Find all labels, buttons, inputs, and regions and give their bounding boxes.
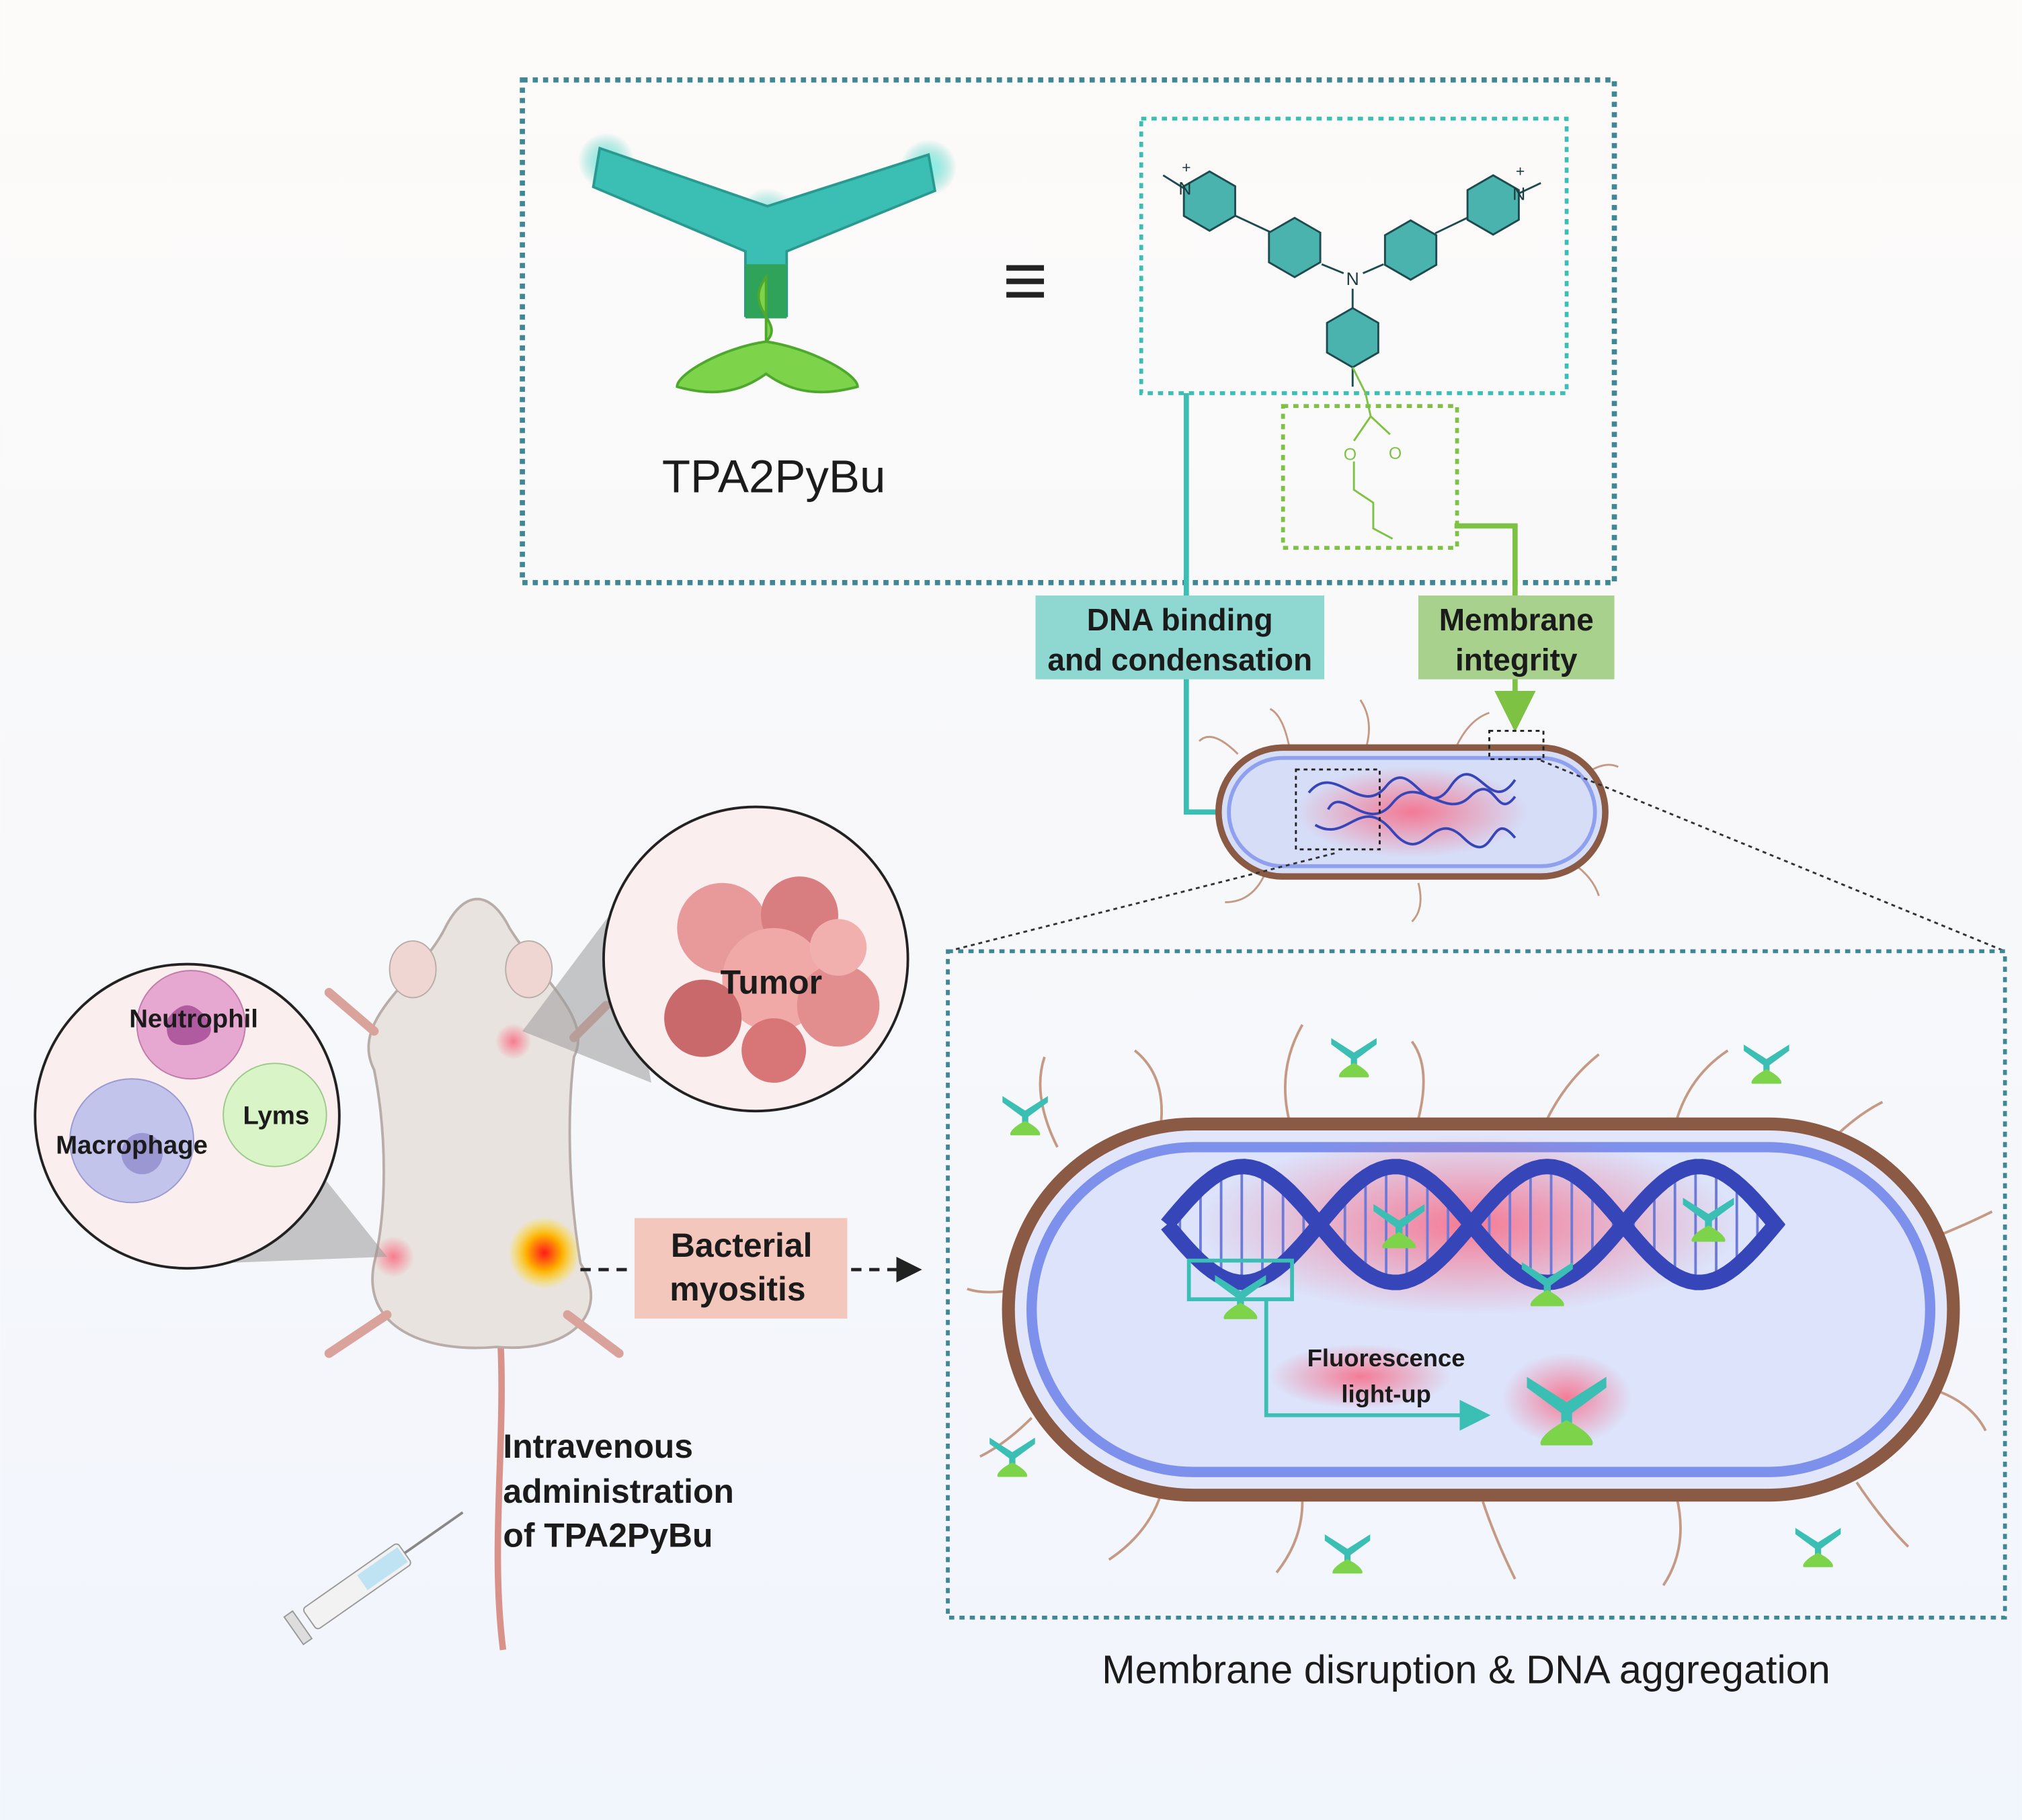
charge-right: + [1516,163,1525,180]
immune-cells-circle [34,962,341,1270]
probe-base [1803,1553,1833,1567]
probe-arms [1527,1376,1607,1428]
equivalence-symbol: ≡ [1003,237,1048,323]
administration-line2: administration [503,1473,734,1510]
tpa2pybu-probe-icon [1521,1261,1573,1307]
membrane-integrity-label: Membrane integrity [1418,595,1615,679]
bond [1362,263,1384,274]
bacterial-myositis-label: Bacterial myositis [634,1218,848,1319]
tpa2pybu-probe-icon [1527,1376,1607,1446]
tumor-circle [602,805,909,1113]
svg-text:Bacterial: Bacterial [671,1227,813,1264]
probe-base [997,1462,1028,1477]
butyl-ester-box [1281,404,1459,550]
mouse-illustration [324,898,624,1651]
probe-base [1540,1420,1593,1446]
bond [1519,182,1541,194]
molecule-name: TPA2PyBu [662,450,886,503]
ester-oxygen-double: O [1389,444,1402,463]
svg-text:DNA binding: DNA binding [1087,602,1273,637]
administration-line3: of TPA2PyBu [503,1516,713,1554]
cationic-core-box [1139,116,1569,395]
probe-base [1691,1225,1726,1242]
neutrophil-label: Neutrophil [129,1005,258,1034]
probe-base [1382,1232,1416,1249]
probe-arms [1521,1261,1573,1295]
ester-chain [1351,366,1393,540]
probe-arms [1002,1095,1048,1125]
aromatic-ring [1268,216,1322,278]
probe-arms [1215,1275,1266,1308]
probe-base [1332,1559,1363,1574]
dna-binding-label: DNA binding and condensation [1035,595,1325,679]
lyms-label: Lyms [243,1101,309,1130]
zoom-panel-border [946,949,2007,1620]
zoom-panel-caption: Membrane disruption & DNA aggregation [1102,1647,1830,1692]
tumor-label: Tumor [721,964,822,1001]
charge-left: + [1182,159,1190,176]
tpa2pybu-probe-icon [1002,1095,1048,1136]
central-nitrogen: N [1346,269,1359,289]
tpa2pybu-3d-icon [577,132,957,394]
pyridinium-nitrogen-right: N [1512,183,1525,204]
tpa2pybu-probe-icon [1215,1275,1266,1319]
probe-arms [1795,1528,1841,1557]
bond [1321,263,1344,274]
aromatic-ring [1383,219,1438,281]
svg-text:integrity: integrity [1455,642,1578,677]
syringe-icon [283,1511,464,1646]
probe-base [1223,1302,1258,1319]
bond [1434,215,1471,235]
zoom-guide-lines [947,759,2006,952]
macrophage-label: Macrophage [56,1130,208,1159]
bond [1162,174,1184,190]
ester-oxygen-single: O [1344,446,1357,464]
fluorescence-label-line2: light-up [1341,1380,1430,1408]
aromatic-ring [1182,170,1236,232]
probe-base [1751,1069,1782,1084]
bond [1231,213,1271,233]
dna-strand [1161,1159,1785,1290]
dna-helix [1161,1159,1785,1290]
light-up-arrow [1264,1299,1491,1431]
probe-base [1530,1290,1564,1307]
svg-text:myositis: myositis [670,1270,805,1308]
tpa2pybu-probe-icon [1795,1528,1841,1567]
pyridinium-nitrogen-left: N [1178,179,1191,199]
aromatic-ring [1466,174,1520,236]
administration-line1: Intravenous [503,1428,693,1465]
molecule-panel-border [520,77,1617,585]
aromatic-ring [1326,306,1379,369]
probe-base [1338,1063,1369,1077]
probe-base [1010,1120,1041,1136]
svg-text:and condensation: and condensation [1047,642,1312,677]
fluorescence-label-line1: Fluorescence [1307,1344,1465,1372]
small-bacterium [1198,699,1619,923]
chemical-structure [1162,170,1541,387]
svg-text:Membrane: Membrane [1439,602,1594,637]
